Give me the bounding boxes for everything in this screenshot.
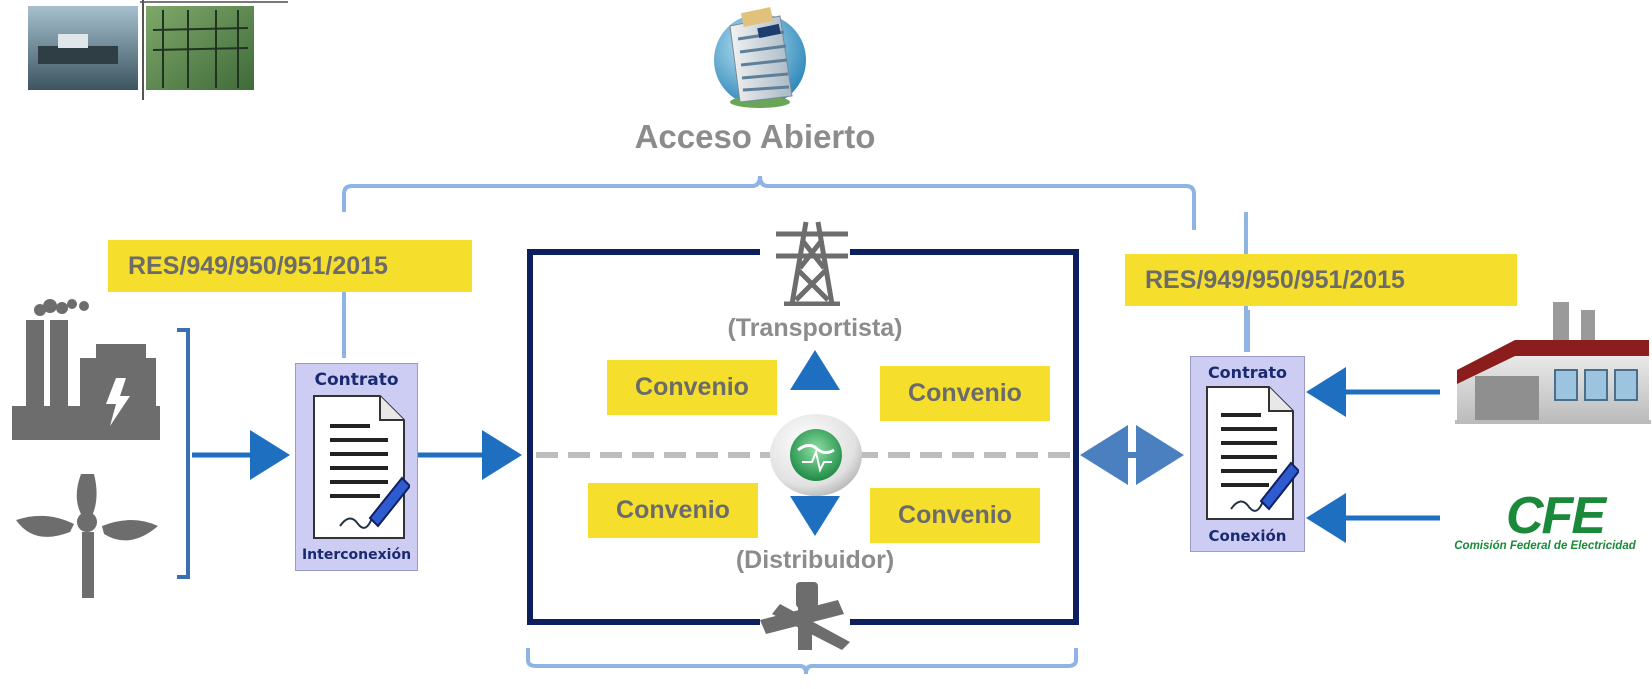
contract-label-right: Contrato xyxy=(1207,363,1288,382)
res-label-left: RES/949/950/951/2015 xyxy=(108,240,472,292)
network-box xyxy=(527,249,1079,625)
interconnection-contract-card[interactable]: Contrato Interconexión xyxy=(295,363,418,571)
contract-type-left: Interconexión xyxy=(301,547,412,563)
contract-label-left: Contrato xyxy=(314,370,399,390)
generation-bracket xyxy=(177,328,190,579)
industrial-building-icon xyxy=(1455,300,1651,426)
convenio-top-left: Convenio xyxy=(607,360,777,415)
wind-turbine-icon xyxy=(12,470,162,600)
cfe-name: Comisión Federal de Electricidad xyxy=(1454,540,1636,552)
res-label-right: RES/949/950/951/2015 xyxy=(1125,254,1517,306)
connection-contract-card[interactable]: Contrato Conexión xyxy=(1190,356,1305,552)
building-globe-icon xyxy=(700,4,820,112)
contract-type-right: Conexión xyxy=(1208,527,1287,545)
cre-logo-icon xyxy=(768,412,864,498)
network-bracket xyxy=(526,648,1078,675)
header-photos xyxy=(28,0,288,100)
cfe-logo: CFE Comisión Federal de Electricidad xyxy=(1440,487,1650,560)
convenio-bottom-right: Convenio xyxy=(870,488,1040,543)
transportista-label: (Transportista) xyxy=(727,314,903,342)
convenio-top-right: Convenio xyxy=(880,366,1050,421)
contract-document-icon xyxy=(310,394,410,542)
pipeline-icon xyxy=(758,580,858,652)
contract-document-icon xyxy=(1203,385,1299,523)
distribuidor-label: (Distribuidor) xyxy=(735,546,895,574)
cfe-mark: CFE xyxy=(1506,487,1606,545)
open-access-title: Acceso Abierto xyxy=(634,118,876,155)
factory-icon xyxy=(10,296,160,444)
convenio-bottom-left: Convenio xyxy=(588,483,758,538)
transmission-tower-icon xyxy=(770,220,854,306)
